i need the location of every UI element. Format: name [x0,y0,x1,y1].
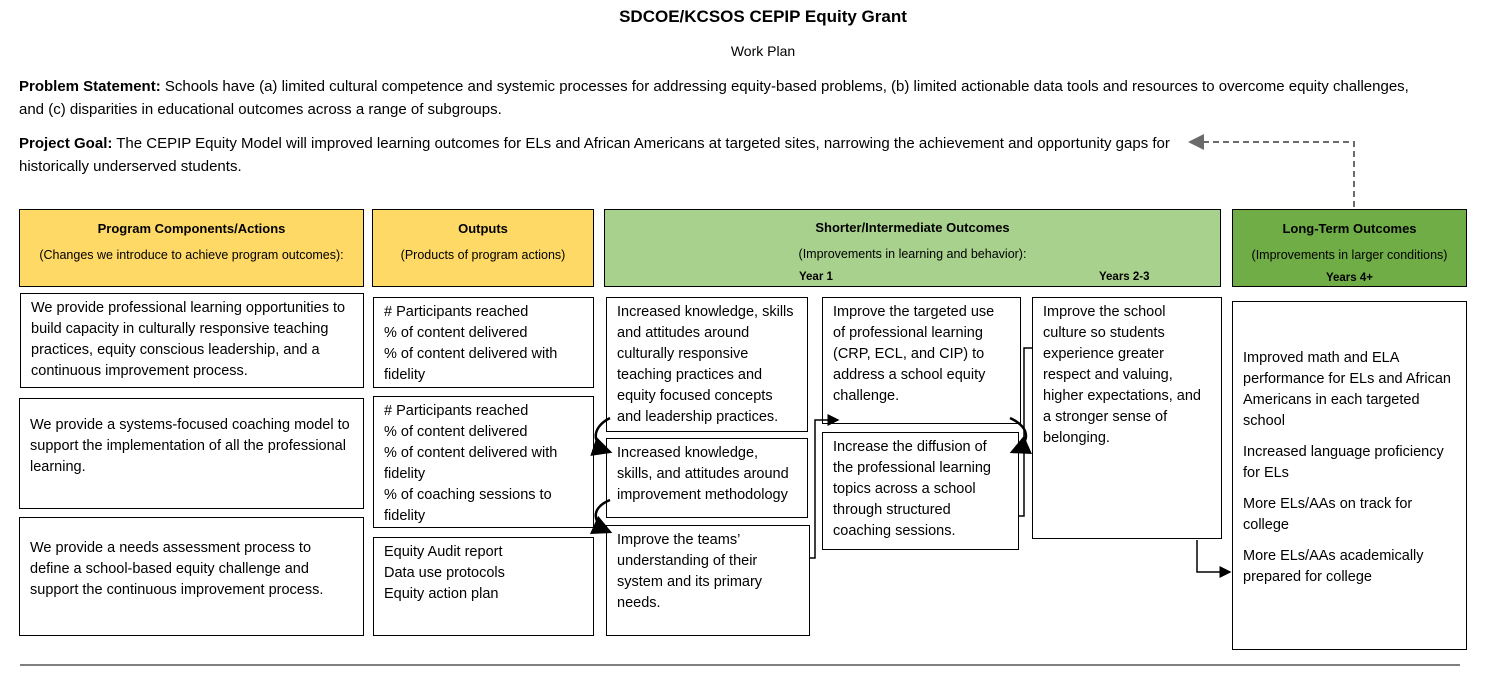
output-2-item-2: % of content delivered [384,424,528,440]
header-shorter-outcomes: Shorter/Intermediate Outcomes (Improveme… [604,209,1221,287]
project-goal: Project Goal: The CEPIP Equity Model wil… [19,132,1184,178]
year1-box-3: Improve the teams’ understanding of thei… [606,525,810,636]
output-2-item-3: % of content delivered with fidelity [384,445,558,482]
page-title: SDCOE/KCSOS CEPIP Equity Grant [619,7,907,26]
output-1-item-1: # Participants reached [384,304,529,320]
header-longterm-outcomes: Long-Term Outcomes (Improvements in larg… [1232,209,1467,287]
output-box-2: # Participants reached % of content deli… [373,396,594,528]
output-2-item-4: % of coaching sessions to fidelity [384,487,552,524]
mid-box-1: Improve the targeted use of professional… [822,297,1021,424]
header-outputs-title: Outputs [458,221,508,236]
problem-statement: Problem Statement: Schools have (a) limi… [19,75,1429,121]
longterm-item-2: Increased language proficiency for ELs [1243,444,1444,481]
output-box-1: # Participants reached % of content deli… [373,297,594,388]
longterm-box: Improved math and ELA performance for EL… [1232,301,1467,650]
project-goal-text: The CEPIP Equity Model will improved lea… [19,135,1170,175]
year1-label: Year 1 [799,271,833,283]
arrow-year23-to-longterm [1196,540,1232,578]
bracket-mid-to-year23 [1019,347,1033,517]
output-2-item-1: # Participants reached [384,403,529,419]
year23-box: Improve the school culture so students e… [1032,297,1222,539]
mid-box-2: Increase the diffusion of the profession… [822,432,1019,550]
header-outputs: Outputs (Products of program actions) [372,209,594,287]
header-program-components: Program Components/Actions (Changes we i… [19,209,364,287]
header-shorter-outcomes-title: Shorter/Intermediate Outcomes [815,220,1010,235]
header-outputs-sub: (Products of program actions) [400,248,566,262]
header-program-components-sub: (Changes we introduce to achieve program… [39,248,344,262]
longterm-item-3: More ELs/AAs on track for college [1243,496,1413,533]
output-3-item-2: Data use protocols [384,565,505,581]
output-3-item-3: Equity action plan [384,586,499,602]
output-box-3: Equity Audit report Data use protocols E… [373,537,594,636]
component-box-3: We provide a needs assessment process to… [19,517,364,636]
output-3-item-1: Equity Audit report [384,544,503,560]
longterm-item-4: More ELs/AAs academically prepared for c… [1243,548,1424,585]
page-subtitle: Work Plan [730,43,796,59]
year1-box-2: Increased knowledge, skills, and attitud… [606,438,808,518]
header-program-components-title: Program Components/Actions [97,221,286,236]
year1-box-1: Increased knowledge, skills and attitude… [606,297,808,432]
output-1-item-2: % of content delivered [384,325,528,341]
header-longterm-outcomes-sub: (Improvements in larger conditions) [1251,248,1448,262]
output-1-item-3: % of content delivered with fidelity [384,346,558,383]
problem-statement-text: Schools have (a) limited cultural compet… [19,78,1409,118]
header-longterm-outcomes-title: Long-Term Outcomes [1282,221,1417,236]
project-goal-label: Project Goal: [19,135,113,152]
component-box-1: We provide professional learning opportu… [20,293,364,388]
dashed-feedback-arrow [1188,134,1355,207]
component-box-2: We provide a systems-focused coaching mo… [19,398,364,509]
year4-label: Years 4+ [1325,272,1373,284]
header-shorter-outcomes-sub: (Improvements in learning and behavior): [798,247,1027,261]
longterm-item-1: Improved math and ELA performance for EL… [1243,350,1451,429]
year23-label: Years 2-3 [1099,271,1150,283]
problem-statement-label: Problem Statement: [19,78,161,95]
